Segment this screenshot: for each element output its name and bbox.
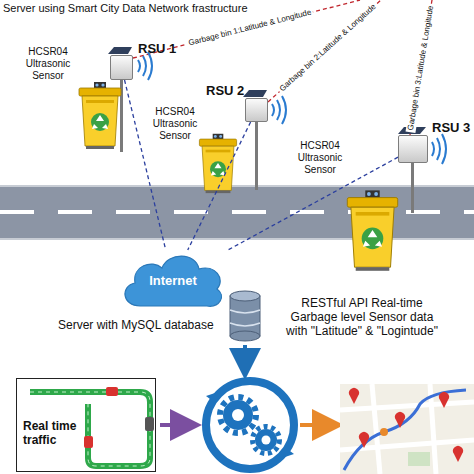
flow-arrow — [300, 423, 336, 427]
network-link — [125, 80, 166, 250]
server-icon — [230, 291, 260, 341]
rsu-name: RSU 1 — [138, 41, 176, 56]
rsu-box: RSU 1 — [110, 55, 133, 80]
rsu-box: RSU 3 — [398, 135, 428, 163]
wireless-waves — [138, 52, 446, 164]
rsu-name: RSU 3 — [432, 120, 470, 135]
rsu-box: RSU 2 — [245, 98, 268, 122]
rsu-name: RSU 2 — [206, 83, 244, 98]
road — [0, 185, 474, 240]
api-note: RESTful API Real-time Garbage level Sens… — [280, 296, 444, 338]
server-label: Server with MySQL database — [58, 318, 214, 332]
garbage-bin — [79, 82, 121, 149]
flow-arrow — [160, 423, 194, 427]
header-note: Server using Smart City Data Network fra… — [3, 2, 248, 15]
garbage-bin — [347, 190, 397, 270]
cloud-name: Internet — [149, 273, 197, 288]
traffic-title: Real time traffic — [23, 419, 85, 447]
processing-gears — [206, 381, 294, 469]
cloud-outline — [125, 256, 222, 306]
sensor-label: HCSR04 Ultrasonic Sensor — [294, 140, 346, 176]
route-map — [340, 384, 474, 474]
data-arrow — [243, 345, 247, 372]
network-link — [188, 122, 251, 250]
traffic-box: Real time traffic — [16, 378, 156, 472]
sensor-label: HCSR04 Ultrasonic Sensor — [22, 46, 74, 82]
link-label: Garbage bin 3:Latitude & Longitude — [406, 3, 437, 133]
garbage-bin — [199, 134, 236, 193]
sensor-label: HCSR04 Ultrasonic Sensor — [150, 106, 200, 142]
internet-cloud: Internet — [118, 250, 228, 310]
